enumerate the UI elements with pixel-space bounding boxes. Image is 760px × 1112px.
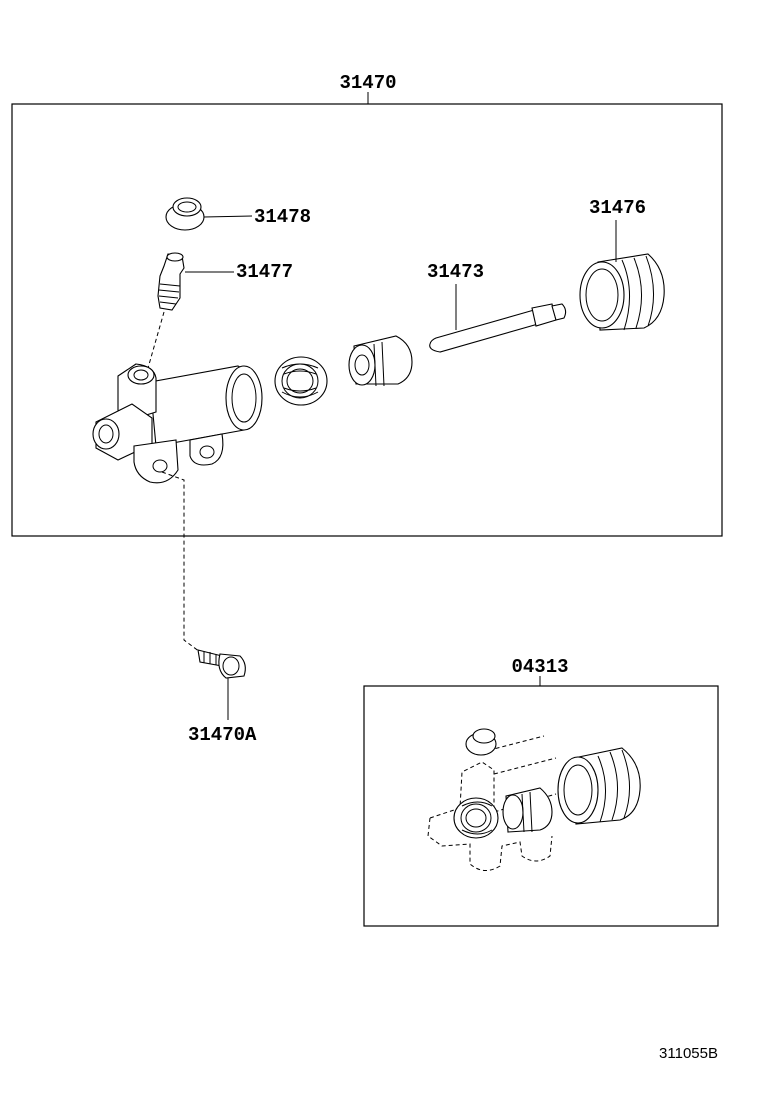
bleeder-plug-part[interactable] xyxy=(147,252,234,369)
label-04313[interactable]: 04313 xyxy=(511,656,568,678)
kit-parts-illustration[interactable] xyxy=(427,728,641,871)
piston-part[interactable] xyxy=(348,335,413,387)
bolt-part[interactable] xyxy=(161,471,246,720)
label-31478[interactable]: 31478 xyxy=(254,206,311,228)
boot-part[interactable] xyxy=(579,220,665,331)
label-31476[interactable]: 31476 xyxy=(589,197,646,219)
push-rod-part[interactable] xyxy=(429,284,567,353)
drawing-code: 311055B xyxy=(659,1045,718,1062)
spring-part[interactable] xyxy=(274,356,328,406)
assembly-group: 31470 xyxy=(11,72,723,537)
label-31477[interactable]: 31477 xyxy=(236,261,293,283)
label-31473[interactable]: 31473 xyxy=(427,261,484,283)
label-31470[interactable]: 31470 xyxy=(339,72,396,94)
bleeder-cap-part[interactable] xyxy=(165,197,253,231)
kit-frame xyxy=(363,685,719,927)
label-31470A[interactable]: 31470A xyxy=(188,724,257,746)
kit-group: 04313 xyxy=(363,656,719,927)
cylinder-body-part[interactable] xyxy=(92,363,263,484)
assembly-frame xyxy=(11,103,723,537)
